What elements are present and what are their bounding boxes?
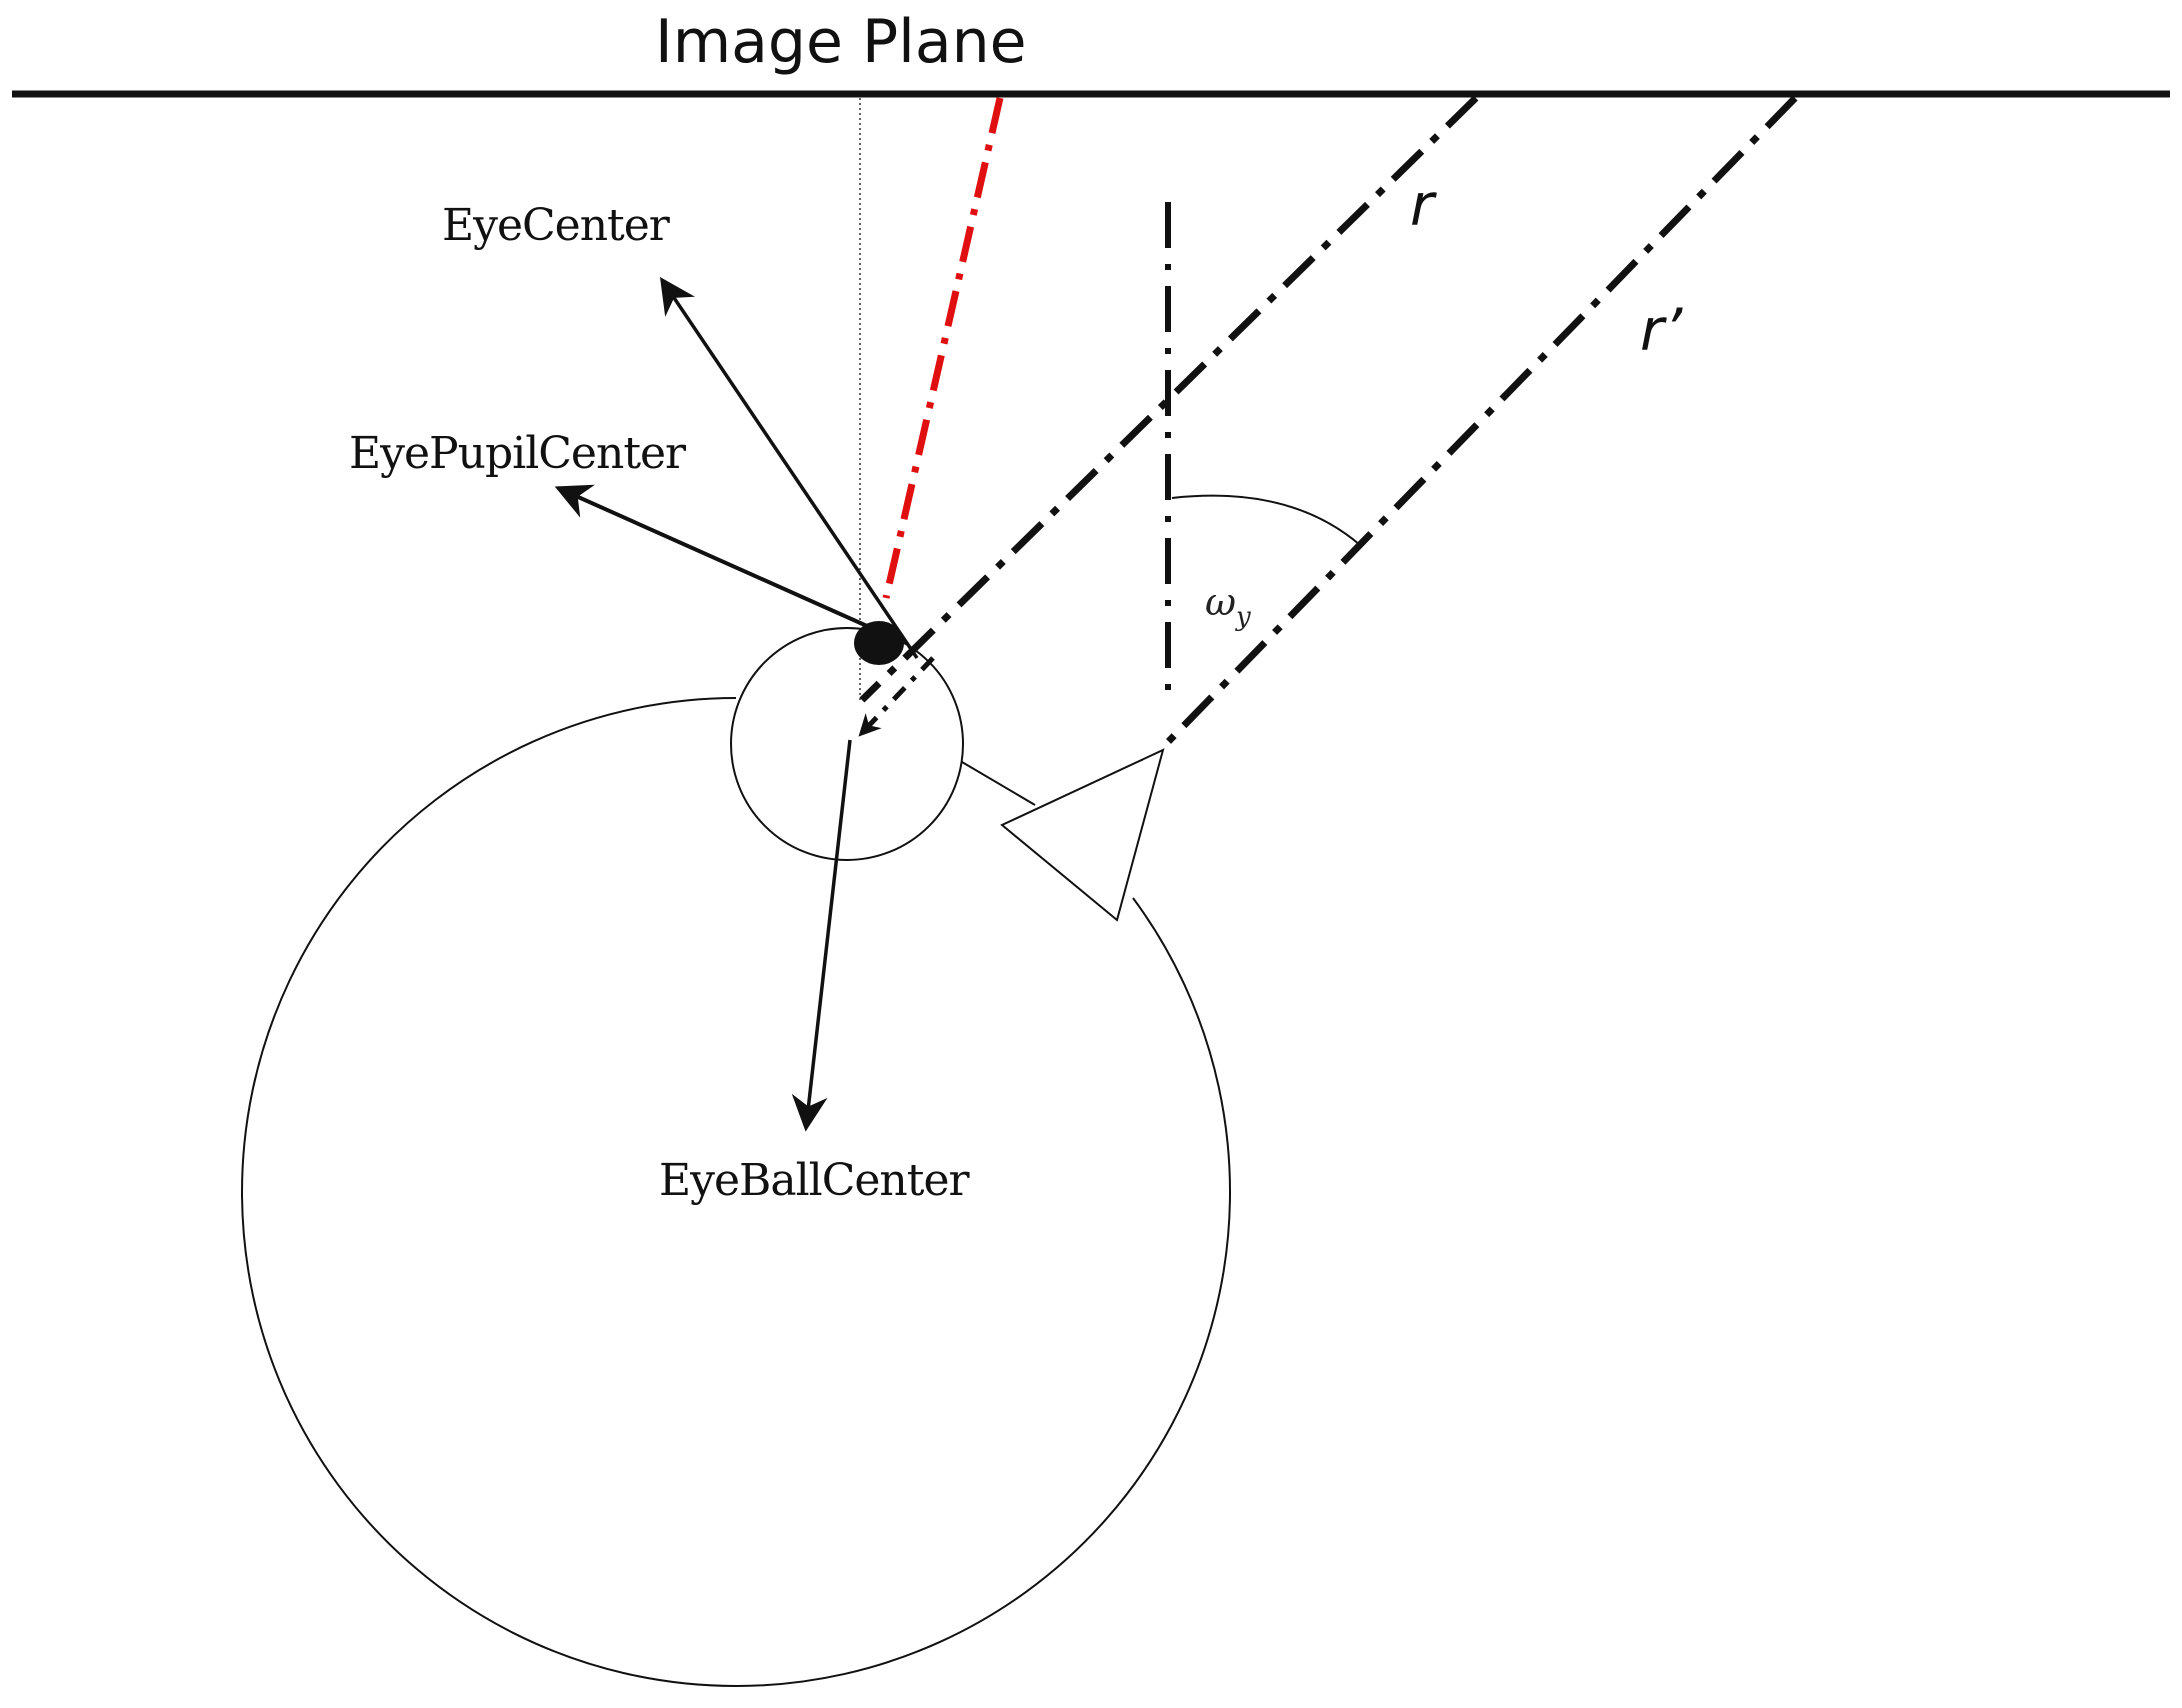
angle-arc xyxy=(1171,494,1361,546)
eye-ball-center-label: EyeBallCenter xyxy=(659,1155,970,1206)
angle-subscript: y xyxy=(1235,602,1251,632)
eye-ball-center-arrow xyxy=(791,739,852,1132)
image-plane-title: Image Plane xyxy=(655,7,1027,77)
pupil-short-ray xyxy=(858,656,935,737)
eyeball-connector xyxy=(961,761,1036,806)
eye-pupil-center-label: EyePupilCenter xyxy=(349,428,687,479)
eye-center-arrow xyxy=(659,277,919,659)
ray-r xyxy=(859,95,1479,703)
gaze-ray-red xyxy=(882,97,1004,599)
ray-r-prime xyxy=(1163,95,1798,747)
camera-triangle xyxy=(1000,748,1165,922)
eyeball-outline xyxy=(241,697,1232,1687)
ray-r-label: r xyxy=(1410,171,1437,239)
angle-symbol: ω xyxy=(1205,580,1236,624)
eye-center-label: EyeCenter xyxy=(442,200,671,251)
eye-pupil-center-arrow xyxy=(554,484,877,632)
pupil-dot xyxy=(854,621,904,665)
cornea-circle xyxy=(730,627,964,861)
angle-label: ωy xyxy=(1205,580,1251,632)
ray-r-prime-label: r’ xyxy=(1640,296,1683,364)
